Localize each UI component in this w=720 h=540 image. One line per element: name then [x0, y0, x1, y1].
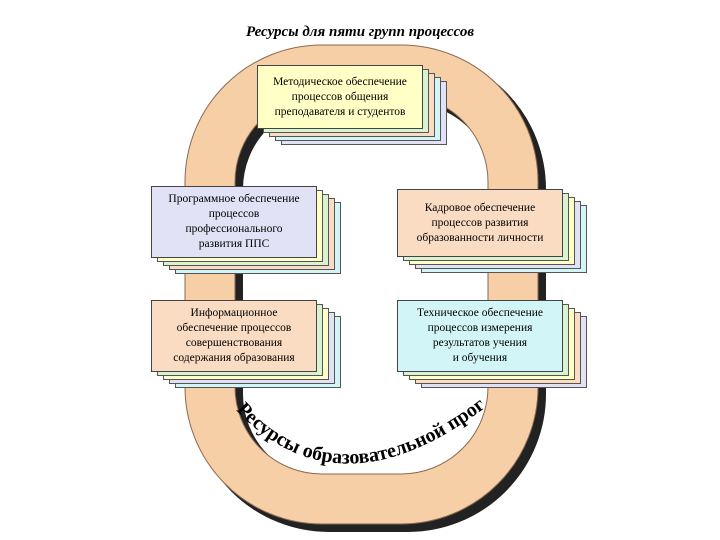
ring-outer-edge	[184, 44, 539, 525]
box-technical-text: Техническое обеспечение процессов измере…	[397, 300, 563, 372]
box-information-text: Информационное обеспечение процессов сов…	[151, 300, 317, 372]
box-software-text: Программное обеспечение процессов профес…	[151, 186, 317, 258]
box-methodical: Методическое обеспечение процессов общен…	[257, 65, 447, 145]
box-personnel: Кадровое обеспечение процессов развития …	[397, 189, 587, 273]
box-technical: Техническое обеспечение процессов измере…	[397, 300, 587, 388]
box-software: Программное обеспечение процессов профес…	[151, 186, 341, 274]
box-personnel-text: Кадровое обеспечение процессов развития …	[397, 189, 563, 257]
box-information: Информационное обеспечение процессов сов…	[151, 300, 341, 388]
page-title: Ресурсы для пяти групп процессов	[245, 24, 475, 40]
box-methodical-text: Методическое обеспечение процессов общен…	[257, 65, 423, 129]
